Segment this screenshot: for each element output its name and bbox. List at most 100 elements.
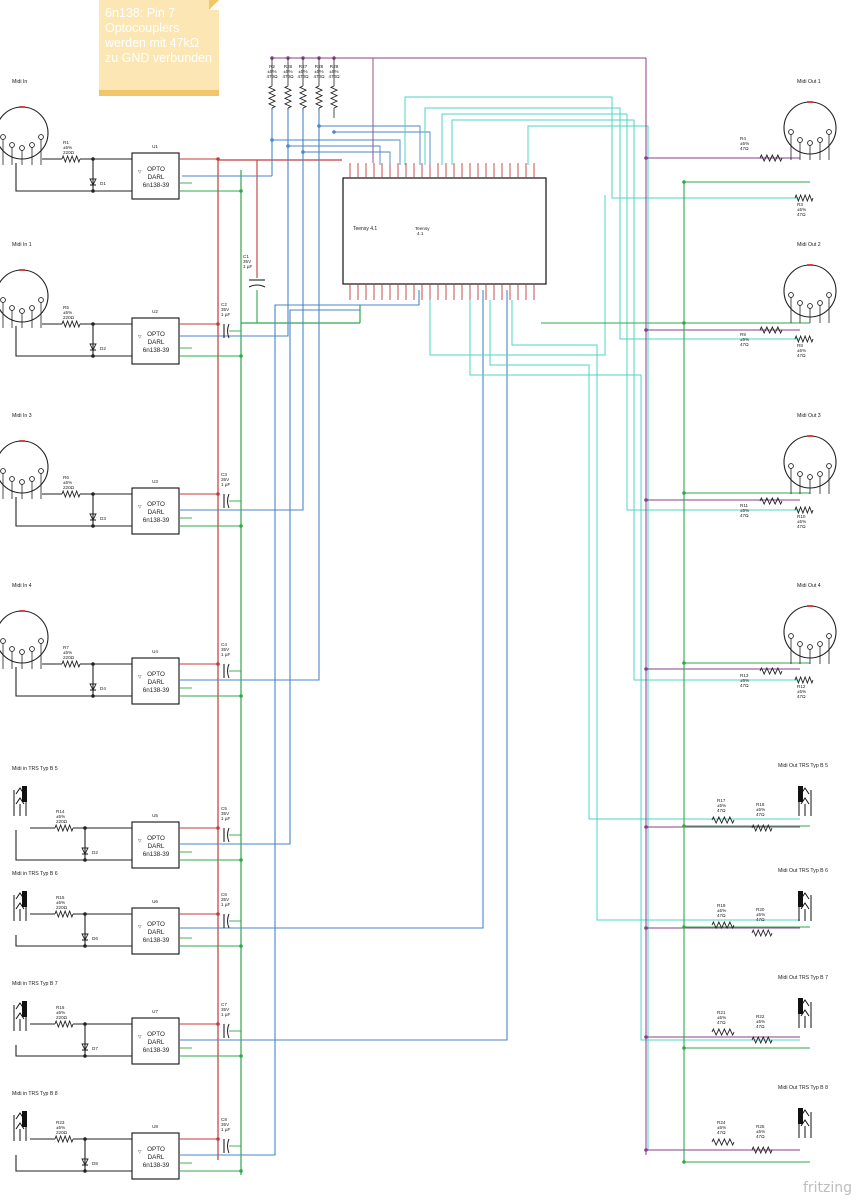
note-line-4: zu GND verbunden xyxy=(105,51,213,65)
capacitor-c2 xyxy=(227,323,230,339)
out-resistor-b-ref: R3 xyxy=(797,202,803,207)
junction-dot xyxy=(216,157,220,161)
in-return-wire xyxy=(15,667,132,697)
midi-out-trs-jack-1 xyxy=(798,786,812,816)
trs-resistor-b-val: 47Ω xyxy=(756,812,765,817)
capacitor-c6 xyxy=(227,913,230,929)
input-resistor-ref: R6 xyxy=(63,475,69,480)
rx-wire-5 xyxy=(180,309,360,845)
tx-wire-7 xyxy=(429,195,606,356)
junction-dot xyxy=(682,1160,686,1164)
connector-pin xyxy=(826,633,832,639)
pullup-ref: R26 xyxy=(284,64,293,69)
opto-label-3: 6n138-39 xyxy=(143,851,170,858)
cap-value: 1 µF xyxy=(221,1012,230,1017)
junction-dot xyxy=(91,524,95,528)
connector-pin xyxy=(9,646,15,652)
trs-resistor-a-tol: ±5% xyxy=(717,908,726,913)
cap-ref: C7 xyxy=(221,1002,227,1007)
out-resistor-a-ref: R4 xyxy=(740,136,746,141)
connector-pin xyxy=(9,142,15,148)
connector-pin xyxy=(788,463,794,469)
out-resistor-b-ref: R10 xyxy=(797,514,806,519)
resistor-r11 xyxy=(759,496,783,506)
c1-ref: C1 xyxy=(243,254,249,259)
pullup-ref: R2 xyxy=(269,64,275,69)
resistor-r5 xyxy=(61,319,81,329)
cap-ref: C2 xyxy=(221,302,227,307)
opto-label-1: OPTO xyxy=(147,331,165,338)
diode-ref: D1 xyxy=(100,181,106,186)
teensy-rx-link xyxy=(334,131,431,165)
midi-in-trs-jack-8 xyxy=(13,1111,27,1141)
midi-out-trs-jack-2 xyxy=(798,891,812,921)
connector-pin xyxy=(19,479,25,485)
optocoupler-ref: U7 xyxy=(152,1009,158,1014)
resistor-r18 xyxy=(751,823,773,833)
trs-resistor-b-tol: ±5% xyxy=(756,1129,765,1134)
pullup-tol: ±5% xyxy=(267,69,276,74)
din-output-title-2: Midi Out 2 xyxy=(797,242,821,248)
note-line-2: Optocouplers xyxy=(105,21,180,35)
connector-pin xyxy=(0,468,6,474)
midi-in-trs-jack-5 xyxy=(13,786,27,816)
jack-part xyxy=(800,1009,810,1017)
midi-out-trs-jack-3 xyxy=(798,998,812,1028)
rx-wire-3 xyxy=(180,110,304,511)
c1-value: 1 µF xyxy=(243,264,252,269)
connector-pin xyxy=(807,140,813,146)
trs-resistor-a-ref: R21 xyxy=(717,1010,726,1015)
input-resistor-ref: R14 xyxy=(56,809,65,814)
connector-pin xyxy=(38,297,44,303)
pullup-tol: ±5% xyxy=(298,69,307,74)
midi-in-trs-jack-7 xyxy=(13,1001,27,1031)
input-resistor-tol: ±5% xyxy=(63,145,72,150)
optocoupler-u5 xyxy=(131,821,180,869)
resistor-r6 xyxy=(61,489,81,499)
pullup-val: 470Ω xyxy=(266,74,278,79)
junction-dot xyxy=(239,1054,243,1058)
junction-dot xyxy=(644,156,648,160)
diode-ref: D2 xyxy=(100,346,106,351)
junction-dot xyxy=(682,824,686,828)
connector-pin xyxy=(807,644,813,650)
in-return-wire xyxy=(15,497,132,527)
in-return-wire xyxy=(15,163,132,192)
resistor-r15 xyxy=(54,909,74,919)
jack-part xyxy=(15,1002,25,1010)
cap-value: 1 µF xyxy=(221,482,230,487)
opto-label-3: 6n138-39 xyxy=(143,347,170,354)
cap-value: 1 µF xyxy=(221,816,230,821)
input-resistor-val: 220Ω xyxy=(63,485,75,490)
rx-wire-8 xyxy=(180,290,420,1156)
jack-part xyxy=(15,1112,25,1120)
input-resistor-val: 220Ω xyxy=(56,819,68,824)
diode-d7 xyxy=(81,1043,89,1052)
trs-output-title-1: Midi Out TRS Typ B 5 xyxy=(778,763,828,769)
capacitor-c7 xyxy=(227,1023,230,1039)
input-title-7: Midi in TRS Typ B 7 xyxy=(12,981,58,987)
opto-led-icon: ▽ xyxy=(138,924,142,929)
midi-in-trs-jack-6 xyxy=(13,891,27,921)
jack-part xyxy=(798,786,803,802)
cap-voltage: 35V xyxy=(221,477,230,482)
opto-label-3: 6n138-39 xyxy=(143,687,170,694)
junction-dot xyxy=(216,662,220,666)
connector-pin xyxy=(19,145,25,151)
trs-resistor-b-ref: R18 xyxy=(756,802,765,807)
din-output-title-1: Midi Out 1 xyxy=(797,79,821,85)
trs-resistor-b-ref: R25 xyxy=(756,1124,765,1129)
junction-dot xyxy=(91,694,95,698)
diode-d2 xyxy=(81,847,89,856)
input-resistor-ref: R5 xyxy=(63,305,69,310)
in-return-wire xyxy=(15,326,132,357)
resistor-r14 xyxy=(54,823,74,833)
trs-resistor-a-val: 47Ω xyxy=(717,808,726,813)
connector-pin xyxy=(788,129,794,135)
connector-pin xyxy=(817,300,823,306)
input-title-5: Midi in TRS Typ B 5 xyxy=(12,766,58,772)
pullup-val: 470Ω xyxy=(328,74,340,79)
input-title-2: Midi In 1 xyxy=(12,242,32,248)
